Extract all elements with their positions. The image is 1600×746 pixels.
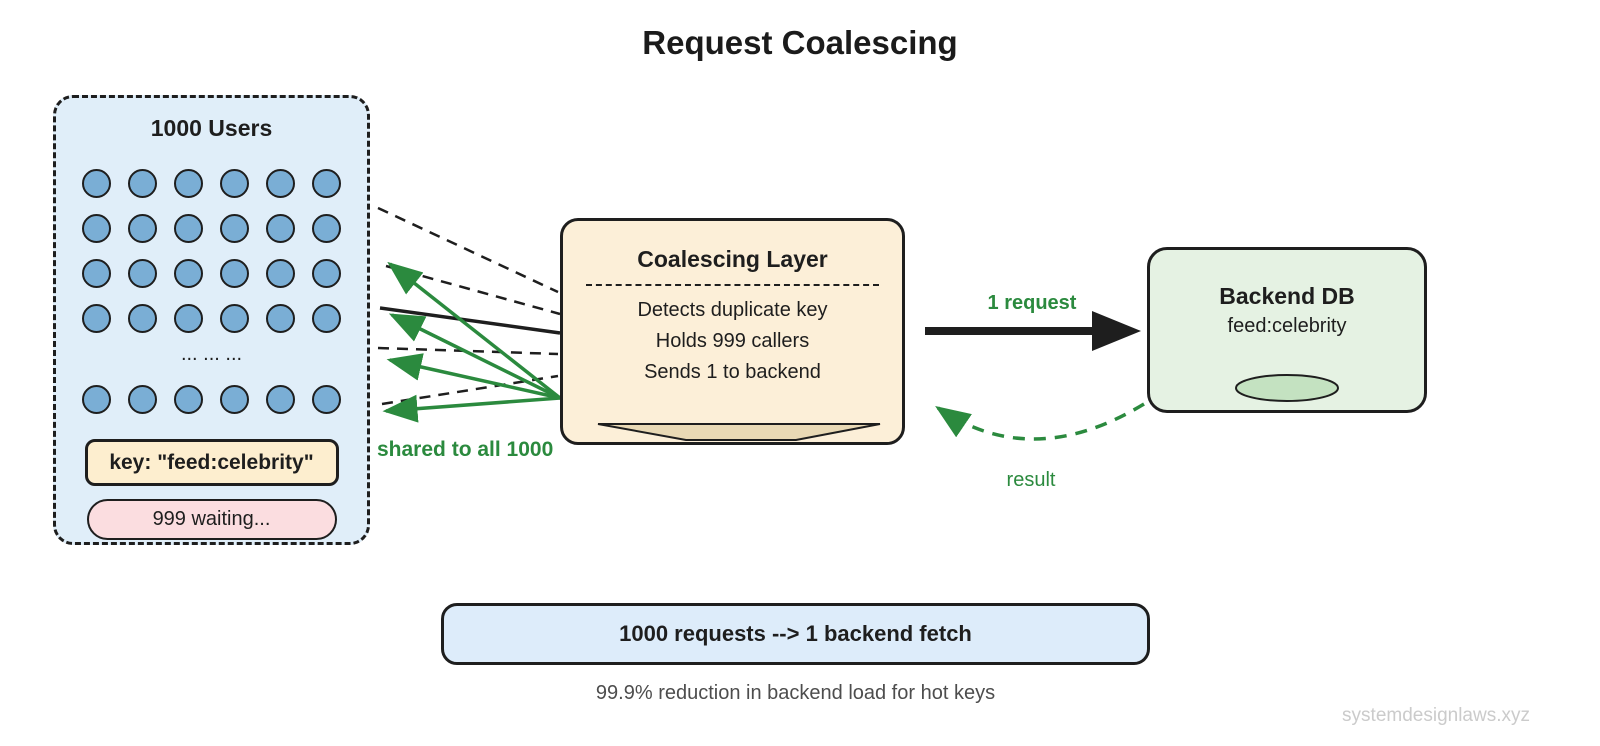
user-dot xyxy=(312,259,341,288)
coalescing-divider xyxy=(586,284,879,286)
user-dot-row xyxy=(56,304,367,333)
coalescing-line: Sends 1 to backend xyxy=(644,361,821,383)
user-dot xyxy=(220,169,249,198)
user-dot xyxy=(128,304,157,333)
request-dashed-line xyxy=(381,374,559,406)
waiting-pill: 999 waiting... xyxy=(86,499,337,540)
funnel-icon xyxy=(597,423,881,441)
waiting-label-text: 999 waiting... xyxy=(152,508,271,530)
user-dot xyxy=(220,304,249,333)
one-request-arrowhead-icon xyxy=(1092,311,1141,351)
user-dot-row xyxy=(56,214,367,243)
coalescing-line: Detects duplicate key xyxy=(637,299,828,321)
coalescing-layer-box: Coalescing Layer Detects duplicate key H… xyxy=(560,218,905,445)
request-dashed-line xyxy=(377,346,559,356)
one-request-label: 1 request xyxy=(987,292,1077,314)
summary-box: 1000 requests --> 1 backend fetch xyxy=(441,603,1150,665)
user-dots-top xyxy=(56,169,367,349)
user-dot xyxy=(266,385,295,414)
user-dot xyxy=(128,385,157,414)
user-dot-row xyxy=(56,385,367,414)
user-dot xyxy=(82,259,111,288)
shared-response-arrows-group xyxy=(382,261,562,423)
user-dot xyxy=(174,214,203,243)
database-ellipse-icon xyxy=(1235,374,1339,402)
shared-response-arrow xyxy=(387,261,562,400)
request-solid-line xyxy=(379,306,561,335)
page-title: Request Coalescing xyxy=(642,24,958,61)
key-label-box: key: "feed:celebrity" xyxy=(84,439,339,486)
backend-db-box: Backend DB feed:celebrity xyxy=(1147,247,1427,413)
request-dashed-line xyxy=(385,264,561,316)
user-dot xyxy=(220,385,249,414)
shared-to-all-label: shared to all 1000 xyxy=(377,438,554,461)
request-dashed-line xyxy=(377,206,559,294)
users-ellipsis: ... ... ... xyxy=(180,343,243,365)
shared-response-arrow xyxy=(382,394,561,423)
users-box: 1000 Users ... ... ... key: "feed:celebr… xyxy=(53,95,370,545)
user-dot xyxy=(128,259,157,288)
user-dot xyxy=(82,214,111,243)
shared-response-arrow xyxy=(386,353,561,400)
user-dot xyxy=(82,304,111,333)
user-dot xyxy=(312,214,341,243)
user-dot-row xyxy=(56,259,367,288)
user-dot xyxy=(220,259,249,288)
result-label: result xyxy=(1006,469,1056,491)
user-dot xyxy=(82,169,111,198)
user-dot xyxy=(266,169,295,198)
user-dot xyxy=(174,304,203,333)
one-request-arrow xyxy=(925,311,1141,351)
user-dot xyxy=(174,385,203,414)
key-label-text: key: "feed:celebrity" xyxy=(109,450,314,474)
backend-db-key: feed:celebrity xyxy=(1227,315,1347,337)
request-lines-group xyxy=(377,206,561,406)
user-dots-bottom xyxy=(56,385,367,430)
user-dot xyxy=(312,304,341,333)
user-dot xyxy=(128,169,157,198)
user-dot xyxy=(220,214,249,243)
user-dot xyxy=(266,259,295,288)
user-dot xyxy=(312,385,341,414)
user-dot-row xyxy=(56,169,367,198)
coalescing-line: Holds 999 callers xyxy=(655,330,810,352)
user-dot xyxy=(174,169,203,198)
watermark: systemdesignlaws.xyz xyxy=(1342,705,1530,726)
summary-box-text: 1000 requests --> 1 backend fetch xyxy=(619,621,972,646)
user-dot xyxy=(266,304,295,333)
user-dot xyxy=(128,214,157,243)
user-dot xyxy=(266,214,295,243)
result-arrow xyxy=(935,402,1145,441)
backend-db-title: Backend DB xyxy=(1219,283,1355,309)
user-dot xyxy=(82,385,111,414)
users-box-title: 1000 Users xyxy=(150,115,273,141)
shared-response-arrow xyxy=(388,313,561,400)
user-dot xyxy=(312,169,341,198)
coalescing-layer-title: Coalescing Layer xyxy=(637,246,828,272)
summary-caption: 99.9% reduction in backend load for hot … xyxy=(595,682,996,704)
user-dot xyxy=(174,259,203,288)
